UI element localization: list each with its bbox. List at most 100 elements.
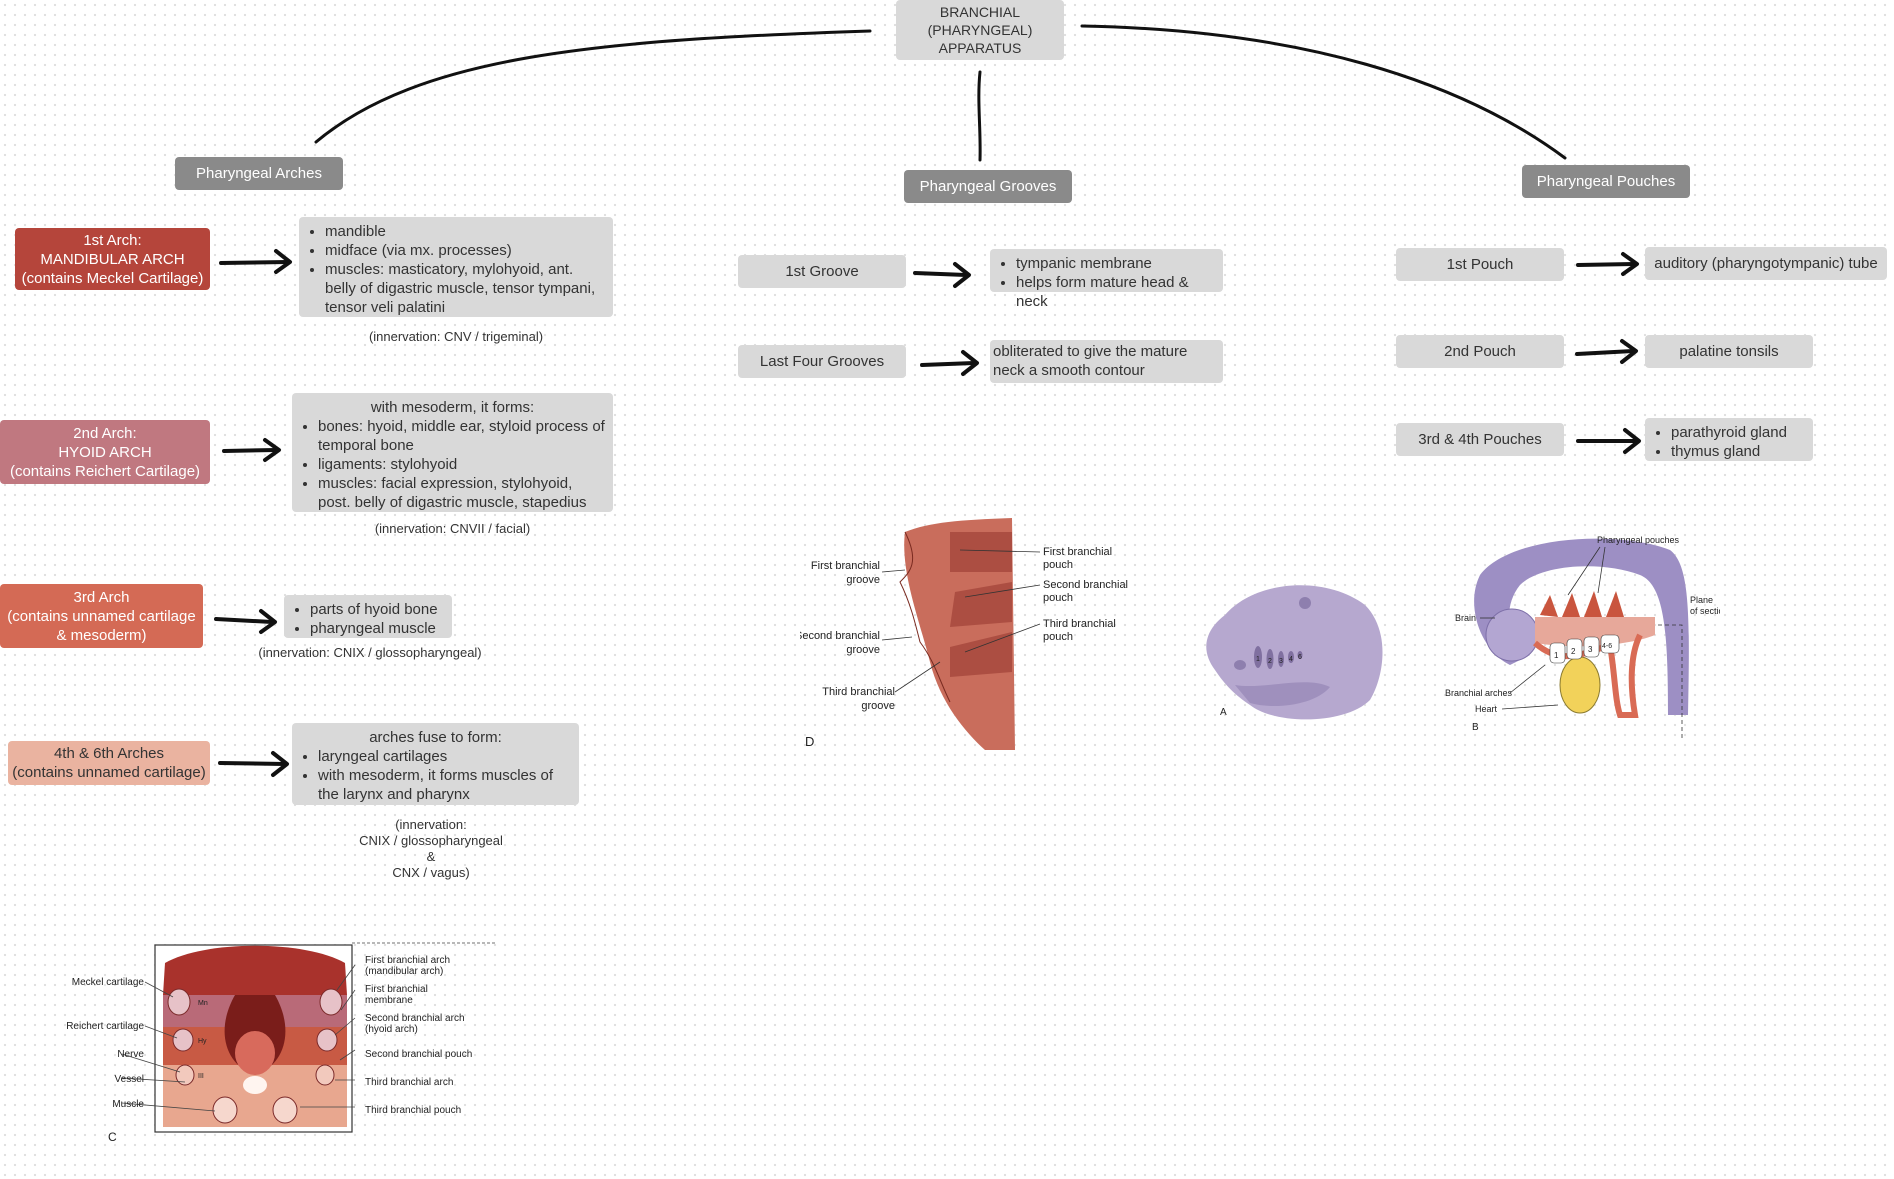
right-label: (hyoid arch) (365, 1024, 418, 1035)
arch-4-6-innervation: (innervation: CNIX / glossopharyngeal & … (359, 817, 503, 880)
list-item: mandible (325, 222, 605, 241)
arch-number: 1 (1554, 651, 1559, 660)
figure-d-grooves-pouches: First branchial groove Second branchial … (800, 518, 1128, 750)
right-label: (mandibular arch) (365, 966, 443, 977)
arrow-groove2 (920, 350, 979, 376)
arch-2-box[interactable]: 2nd Arch: HYOID ARCH (contains Reichert … (0, 420, 210, 484)
arrow-pouch3 (1576, 428, 1641, 454)
groove-last-four-result[interactable]: obliterated to give the mature neck a sm… (990, 340, 1223, 383)
pouch-2-result[interactable]: palatine tonsils (1645, 335, 1813, 368)
list-item: midface (via mx. processes) (325, 241, 605, 260)
pouch-3-4-derivatives[interactable]: parathyroid gland thymus gland (1645, 418, 1813, 461)
list-item: parathyroid gland (1671, 423, 1805, 442)
inner-label: III (198, 1073, 204, 1080)
right-label: Second branchial arch (365, 1013, 465, 1024)
right-label: Second branchial (1043, 579, 1128, 591)
left-label: groove (861, 700, 895, 712)
arch-4-6-derivatives[interactable]: arches fuse to form: laryngeal cartilage… (292, 723, 579, 805)
left-label: Muscle (112, 1099, 144, 1110)
arch-3-innervation: (innervation: CNIX / glossopharyngeal) (258, 645, 482, 660)
right-label: pouch (1043, 631, 1073, 643)
arch-2-intro: with mesoderm, it forms: (370, 399, 535, 416)
right-label: Third branchial pouch (365, 1105, 461, 1116)
left-label: Reichert cartilage (66, 1021, 144, 1032)
pouch-1-box[interactable]: 1st Pouch (1396, 248, 1564, 281)
pouch-1-result[interactable]: auditory (pharyngotympanic) tube (1645, 247, 1887, 280)
label: Heart (1475, 704, 1498, 714)
figure-letter: C (108, 1130, 117, 1144)
root-to-grooves-line (977, 70, 982, 162)
label: Pharyngeal pouches (1597, 535, 1680, 545)
arch-1-box[interactable]: 1st Arch: MANDIBULAR ARCH (contains Meck… (15, 228, 210, 290)
arrow-arch3 (214, 609, 277, 634)
right-label: membrane (365, 995, 413, 1006)
right-label: First branchial arch (365, 955, 450, 966)
arrow-groove1 (913, 262, 971, 288)
list-item: with mesoderm, it forms muscles of the l… (318, 766, 571, 804)
figure-letter: D (805, 734, 814, 749)
pharyngeal-arches-header[interactable]: Pharyngeal Arches (175, 157, 343, 190)
list-item: bones: hyoid, middle ear, styloid proces… (318, 417, 605, 455)
left-label: Meckel cartilage (72, 977, 145, 988)
figure-letter: B (1472, 722, 1479, 733)
arch-number: 2 (1571, 647, 1576, 656)
right-label: Second branchial pouch (365, 1049, 472, 1060)
arch-3-box[interactable]: 3rd Arch (contains unnamed cartilage & m… (0, 584, 203, 648)
arch-2-derivatives[interactable]: with mesoderm, it forms: bones: hyoid, m… (292, 393, 613, 512)
arch-number: 3 (1279, 658, 1283, 665)
label: Branchial arches (1445, 688, 1513, 698)
left-label: groove (846, 644, 880, 656)
right-label: pouch (1043, 559, 1073, 571)
root-title[interactable]: BRANCHIAL (PHARYNGEAL) APPARATUS (896, 0, 1064, 60)
list-item: parts of hyoid bone (310, 600, 444, 619)
arch-number: 4-6 (1602, 643, 1612, 650)
inner-label: Mn (198, 1000, 208, 1007)
list-item: thymus gland (1671, 442, 1805, 461)
list-item: ligaments: stylohyoid (318, 455, 605, 474)
arrow-arch1 (219, 249, 292, 274)
list-item: muscles: masticatory, mylohyoid, ant. be… (325, 260, 605, 317)
list-item: laryngeal cartilages (318, 747, 571, 766)
groove-1-box[interactable]: 1st Groove (738, 255, 906, 288)
label: Brain (1455, 613, 1476, 623)
arch-number: 2 (1268, 658, 1272, 665)
left-label: Second branchial (800, 630, 880, 642)
pharyngeal-pouches-header[interactable]: Pharyngeal Pouches (1522, 165, 1690, 198)
groove-1-derivatives[interactable]: tympanic membrane helps form mature head… (990, 249, 1223, 310)
list-item: pharyngeal muscle (310, 619, 444, 638)
arch-2-innervation: (innervation: CNVII / facial) (374, 521, 531, 536)
arch-1-derivatives[interactable]: mandible midface (via mx. processes) mus… (299, 217, 613, 317)
label: Plane (1690, 595, 1713, 605)
arch-4-6-intro: arches fuse to form: (369, 729, 502, 746)
left-label: groove (846, 574, 880, 586)
label: of section (1690, 606, 1720, 616)
arrow-pouch2 (1575, 339, 1638, 364)
arrow-arch4 (218, 751, 289, 777)
left-label: Vessel (115, 1074, 144, 1085)
root-to-arches-line (314, 29, 872, 144)
arch-4-6-box[interactable]: 4th & 6th Arches (contains unnamed carti… (8, 741, 210, 785)
arch-number: 3 (1588, 645, 1593, 654)
left-label: Third branchial (822, 686, 895, 698)
figure-letter: A (1220, 707, 1227, 718)
inner-label: Hy (198, 1038, 207, 1045)
figure-b-sagittal-section: Pharyngeal pouches Plane of section Brai… (1445, 535, 1720, 740)
figure-a-embryo: 1 2 3 4 6 A (1206, 585, 1383, 720)
arrow-arch2 (222, 438, 281, 462)
right-label: Third branchial arch (365, 1077, 453, 1088)
right-label: Third branchial (1043, 618, 1116, 630)
left-label: First branchial (811, 560, 880, 572)
pharyngeal-grooves-header[interactable]: Pharyngeal Grooves (904, 170, 1072, 203)
list-item: muscles: facial expression, stylohyoid, … (318, 474, 605, 512)
right-label: First branchial (365, 984, 428, 995)
arch-number: 1 (1256, 656, 1260, 663)
arch-3-derivatives[interactable]: parts of hyoid bone pharyngeal muscle (284, 595, 452, 638)
arrow-pouch1 (1576, 252, 1639, 276)
pouch-2-box[interactable]: 2nd Pouch (1396, 335, 1564, 368)
pouch-3-4-box[interactable]: 3rd & 4th Pouches (1396, 423, 1564, 456)
groove-last-four-box[interactable]: Last Four Grooves (738, 345, 906, 378)
arch-number: 6 (1298, 654, 1302, 661)
arch-number: 4 (1289, 656, 1293, 663)
arch-1-innervation: (innervation: CNV / trigeminal) (368, 329, 544, 344)
root-to-pouches-line (1080, 24, 1567, 160)
